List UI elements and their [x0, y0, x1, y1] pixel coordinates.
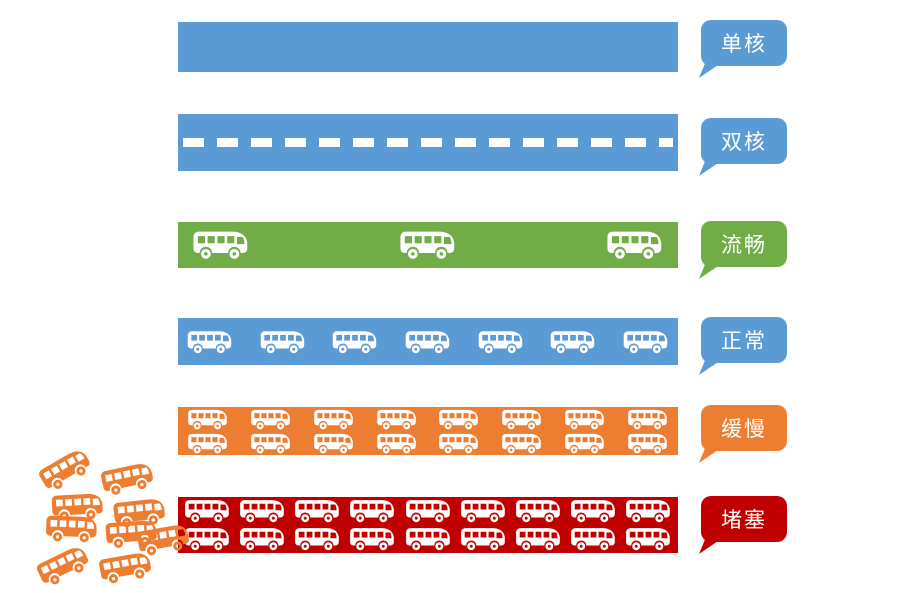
bus-icon: [333, 330, 377, 353]
lane-slow: [178, 407, 678, 455]
bus-icon: [51, 493, 104, 522]
bus-row: [178, 432, 678, 455]
bus-icon: [350, 528, 395, 551]
lane-single-core: [178, 22, 678, 72]
bus-icon: [350, 500, 395, 523]
bus-icon: [45, 515, 98, 543]
bus-icon: [570, 500, 615, 523]
callout-tail: [699, 161, 721, 176]
bus-icon: [439, 409, 479, 429]
callout-tail: [699, 448, 721, 463]
bus-rows-container: [178, 407, 678, 455]
callout-label: 单核: [721, 33, 767, 56]
bus-icon: [626, 500, 670, 523]
bus-icon: [478, 330, 522, 353]
callout-tail: [699, 63, 721, 78]
callout-tail: [699, 264, 721, 279]
bus-icon: [188, 433, 227, 453]
callout-tail: [699, 360, 721, 375]
bus-icon: [551, 330, 595, 353]
bus-rows-container: [178, 318, 678, 365]
bus-icon: [405, 500, 450, 523]
callout-smooth: 流畅: [699, 221, 787, 279]
bus-icon: [628, 409, 667, 429]
bus-icon: [295, 500, 340, 523]
callout-label: 双核: [721, 131, 767, 154]
bus-row: [178, 408, 678, 431]
bus-icon: [405, 528, 450, 551]
bus-icon: [623, 330, 668, 353]
bus-icon: [376, 433, 416, 453]
bus-icon: [37, 446, 94, 495]
lane-smooth: [178, 222, 678, 268]
bus-icon: [405, 330, 450, 353]
bus-icon: [460, 528, 505, 551]
bus-icon: [502, 433, 542, 453]
bus-icon: [565, 409, 604, 429]
lane-jam: [178, 497, 678, 553]
bus-icon: [105, 519, 158, 549]
bus-rows-container: [178, 222, 678, 268]
callout-normal: 正常: [699, 317, 787, 375]
callout-label: 正常: [721, 330, 767, 353]
bus-icon: [400, 231, 455, 259]
bus-row: [178, 526, 678, 552]
bus-icon: [113, 497, 166, 529]
bus-row: [178, 229, 678, 261]
lane-dual-core: [178, 114, 678, 171]
bus-icon: [240, 500, 284, 523]
lane-divider-dashes: [183, 138, 673, 147]
bus-icon: [502, 409, 542, 429]
bus-icon: [565, 433, 604, 453]
bus-icon: [35, 543, 92, 589]
bus-icon: [260, 330, 304, 353]
callout-label: 堵塞: [721, 509, 767, 532]
bus-icon: [185, 500, 229, 523]
lane-normal: [178, 318, 678, 365]
bus-icon: [313, 409, 353, 429]
bus-icon: [187, 330, 232, 353]
callout-slow: 缓慢: [699, 405, 787, 463]
bus-icon: [193, 231, 248, 259]
bus-icon: [376, 409, 416, 429]
callout-label: 流畅: [721, 234, 767, 257]
bus-row: [178, 498, 678, 524]
bus-icon: [628, 433, 667, 453]
bus-icon: [570, 528, 615, 551]
bus-icon: [98, 551, 153, 586]
bus-icon: [295, 528, 340, 551]
bus-icon: [188, 409, 227, 429]
callout-tail: [699, 539, 721, 554]
bus-icon: [439, 433, 479, 453]
bus-row: [178, 329, 678, 355]
bus-icon: [626, 528, 670, 551]
bus-rows-container: [178, 497, 678, 553]
callout-label: 缓慢: [721, 418, 767, 441]
bus-icon: [515, 500, 560, 523]
callout-single-core: 单核: [699, 20, 787, 78]
bus-icon: [251, 433, 290, 453]
callout-dual-core: 双核: [699, 118, 787, 176]
bus-icon: [607, 231, 662, 259]
bus-icon: [185, 528, 229, 551]
bus-icon: [460, 500, 505, 523]
bus-icon: [251, 409, 290, 429]
callout-jam: 堵塞: [699, 496, 787, 554]
bus-icon: [240, 528, 284, 551]
bus-icon: [100, 461, 155, 498]
bus-icon: [515, 528, 560, 551]
bus-icon: [313, 433, 353, 453]
